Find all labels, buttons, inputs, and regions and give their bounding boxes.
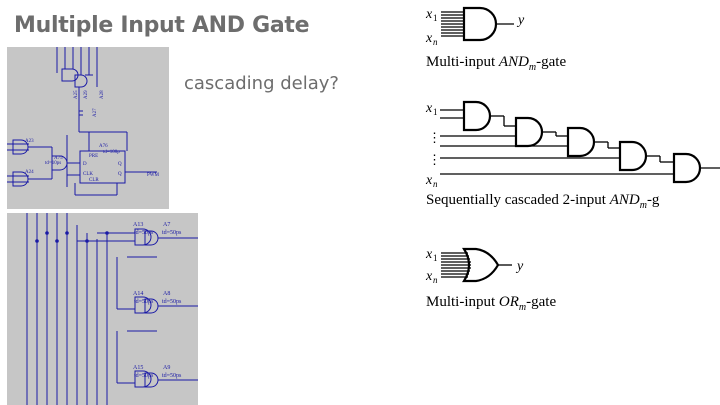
label-pre: PRE [89, 154, 98, 159]
label-td2: td=10ps [45, 161, 61, 166]
label-a13: A13 [133, 222, 143, 228]
label-d: D [83, 162, 87, 167]
and-xn-label: x [425, 31, 433, 46]
or-caption-post: -gate [526, 294, 557, 310]
label-td50c: td=50ps [134, 299, 154, 305]
label-q: Q [118, 162, 122, 167]
and-xn-sub: n [433, 37, 438, 47]
schematic-bottom-image: A13 A7 td=50ps td=50ps A14 A8 td=50ps td… [7, 213, 198, 405]
label-a24: A24 [25, 170, 34, 175]
label-a25: A25 [74, 90, 79, 99]
and-caption-sub: m [528, 62, 537, 73]
or-gate-caption: Multi-input ORm-gate [426, 294, 556, 313]
or-y-label: y [515, 259, 524, 274]
and-gate-figure: x 1 x n y [424, 2, 544, 50]
label-a7: A7 [163, 222, 170, 228]
and-gate-caption: Multi-input ANDm-gate [426, 54, 566, 73]
or-x1-label: x [425, 247, 433, 262]
label-a8: A8 [163, 291, 170, 297]
label-a14: A14 [133, 291, 143, 297]
cascade-dots-1: ⋮ [428, 130, 441, 145]
cascade-x1-sub: 1 [433, 107, 438, 117]
and-caption-pre: Multi-input [426, 54, 499, 70]
cascaded-and-figure: x 1 x n ⋮ ⋮ [424, 96, 720, 192]
or-gate-figure: x 1 x n y [424, 244, 544, 290]
slide-note: cascading delay? [184, 73, 339, 94]
seq-caption-post: -g [646, 192, 660, 208]
or-caption-fn: OR [498, 294, 519, 310]
and-y-label: y [516, 13, 525, 28]
label-clr: CLR [89, 178, 99, 183]
and-x1-label: x [425, 7, 433, 22]
seq-caption-sub: m [639, 200, 647, 211]
label-td: td=100p [103, 150, 120, 155]
label-qb: Q [118, 172, 122, 177]
or-xn-sub: n [433, 275, 438, 285]
label-td50e: td=50ps [134, 373, 154, 379]
cascade-dots-2: ⋮ [428, 152, 441, 167]
label-a76: A76 [99, 144, 108, 149]
label-a28: A28 [100, 90, 105, 99]
label-pwm: PWM [147, 173, 160, 178]
label-a15: A15 [133, 365, 143, 371]
label-td50: td=50ps [134, 230, 154, 236]
label-a9: A9 [163, 365, 170, 371]
cascade-xn-label: x [425, 173, 433, 188]
seq-caption-fn: AND [609, 192, 640, 208]
schematic-top-image: A25 A29 A27 A28 A23 A24 A75 td=10ps A76 … [7, 47, 169, 209]
or-xn-label: x [425, 269, 433, 284]
label-td50b: td=50ps [162, 230, 182, 236]
cascade-x1-label: x [425, 101, 433, 116]
and-caption-fn: AND [498, 54, 529, 70]
cascade-xn-sub: n [433, 179, 438, 189]
label-a27: A27 [93, 108, 98, 117]
or-x1-sub: 1 [433, 253, 438, 263]
and-caption-post: -gate [536, 54, 567, 70]
label-a23: A23 [25, 139, 34, 144]
label-a29: A29 [84, 90, 89, 99]
cascaded-and-caption: Sequentially cascaded 2-input ANDm-g [426, 192, 659, 211]
or-caption-sub: m [518, 302, 527, 313]
label-clk: CLK [83, 172, 93, 177]
slide-title: Multiple Input AND Gate [14, 13, 310, 38]
seq-caption-pre: Sequentially cascaded 2-input [426, 192, 610, 208]
label-td50d: td=50ps [162, 299, 182, 305]
or-caption-pre: Multi-input [426, 294, 499, 310]
and-x1-sub: 1 [433, 13, 438, 23]
label-a75: A75 [54, 156, 63, 161]
label-td50f: td=50ps [162, 373, 182, 379]
